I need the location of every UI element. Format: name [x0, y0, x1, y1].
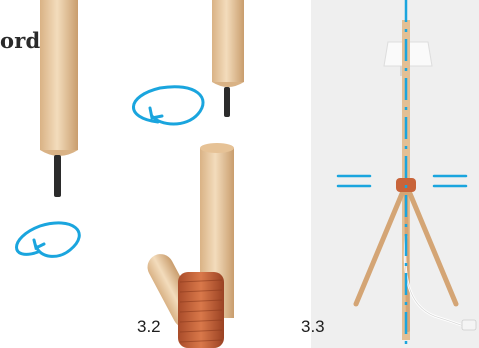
equal-mark-left [336, 174, 372, 188]
equal-mark-right [432, 174, 468, 188]
rotate-arrow-icon-2 [132, 85, 205, 126]
heading-fragment: ord [0, 28, 41, 53]
wooden-leg-with-rod [40, 0, 78, 197]
floor-lamp [353, 20, 477, 340]
upper-leg-piece [212, 0, 244, 117]
assembled-leg-base [147, 143, 234, 348]
step-label-3-2: 3.2 [137, 317, 161, 336]
rotate-arrow-icon [15, 221, 81, 258]
step-label-3-3: 3.3 [301, 317, 325, 336]
